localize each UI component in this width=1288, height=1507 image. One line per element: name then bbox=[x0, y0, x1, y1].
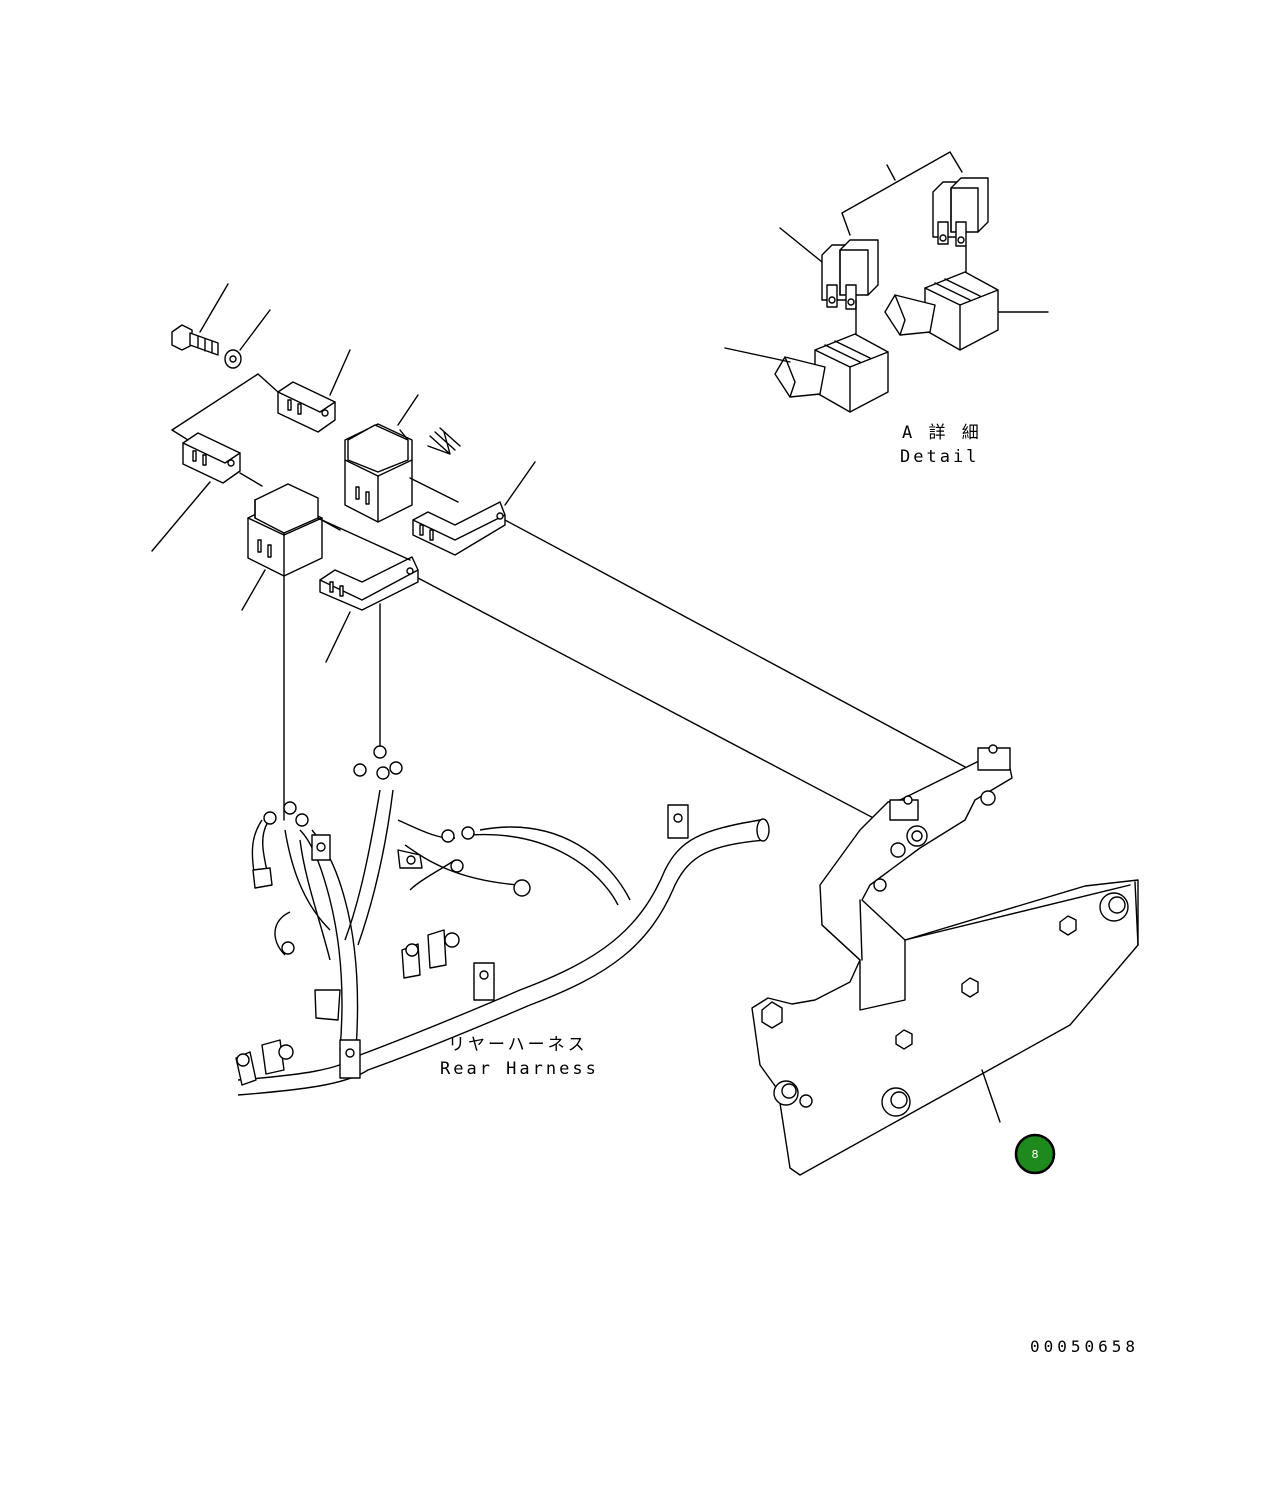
fuse-holder-left bbox=[724, 333, 889, 413]
mounting-plate bbox=[751, 744, 1139, 1176]
detail-label-en: Detail bbox=[900, 447, 979, 467]
fuse-holder-right bbox=[884, 271, 1049, 351]
callout-8-number[interactable]: 8 bbox=[1032, 1148, 1039, 1161]
document-number: 00050658 bbox=[1030, 1337, 1139, 1356]
fuse-pair-right bbox=[932, 177, 989, 247]
detail-a-group: A 詳 細 Detail bbox=[724, 151, 1049, 467]
fuse-pair-left bbox=[821, 239, 879, 310]
callout-8[interactable]: 8 bbox=[1014, 1133, 1056, 1175]
callout-8-circle[interactable] bbox=[1014, 1133, 1056, 1175]
detail-label-jp: A 詳 細 bbox=[902, 423, 982, 443]
harness-label-jp: リヤーハーネス bbox=[448, 1035, 588, 1055]
rear-harness: リヤーハーネス Rear Harness bbox=[235, 745, 770, 1096]
assembly-lines bbox=[283, 477, 981, 833]
relay-assembly bbox=[151, 349, 536, 663]
bolt-and-washer bbox=[171, 283, 271, 369]
harness-label-en: Rear Harness bbox=[440, 1059, 599, 1079]
